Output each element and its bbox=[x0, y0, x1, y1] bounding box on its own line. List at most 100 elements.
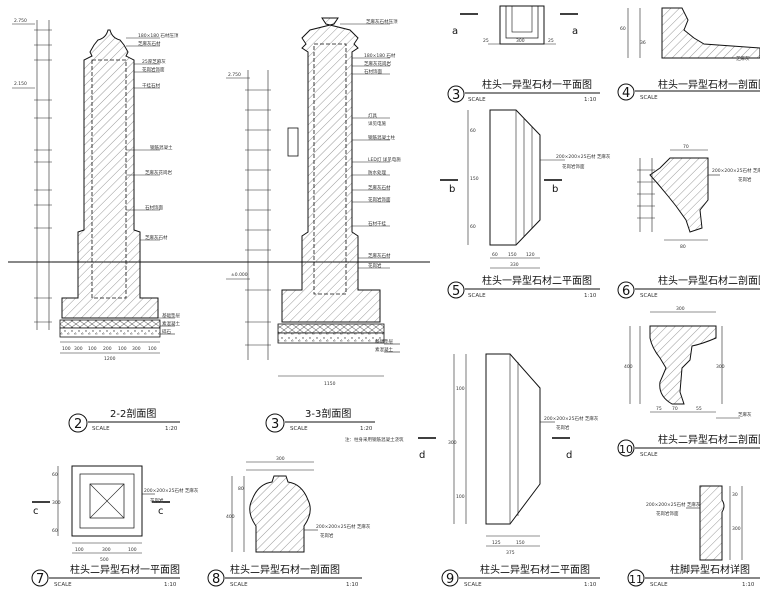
svg-text:200: 200 bbox=[103, 346, 112, 352]
svg-text:±0.000: ±0.000 bbox=[231, 272, 248, 278]
svg-text:1:10: 1:10 bbox=[584, 582, 597, 588]
svg-text:200×200×25石材 芝麻灰: 200×200×25石材 芝麻灰 bbox=[556, 153, 611, 160]
svg-text:d: d bbox=[566, 450, 572, 461]
svg-text:180×180 石材: 180×180 石材 bbox=[364, 52, 396, 59]
svg-text:d: d bbox=[419, 450, 425, 461]
svg-text:375: 375 bbox=[506, 550, 515, 556]
svg-text:1:20: 1:20 bbox=[360, 426, 373, 432]
base-layer-stone bbox=[59, 319, 161, 329]
svg-text:a: a bbox=[452, 26, 458, 37]
svg-text:SCALE: SCALE bbox=[640, 293, 658, 299]
svg-text:300: 300 bbox=[74, 346, 83, 352]
svg-text:1:10: 1:10 bbox=[584, 293, 597, 299]
svg-text:36: 36 bbox=[640, 40, 646, 46]
svg-text:SCALE: SCALE bbox=[290, 426, 308, 432]
svg-text:9: 9 bbox=[446, 572, 454, 587]
svg-text:150: 150 bbox=[516, 540, 525, 546]
svg-text:芝麻灰花岗岩: 芝麻灰花岗岩 bbox=[364, 60, 391, 67]
svg-text:150: 150 bbox=[508, 252, 517, 258]
dims-9: 125 150 375 bbox=[486, 535, 540, 556]
svg-text:6: 6 bbox=[622, 284, 630, 299]
svg-text:60: 60 bbox=[470, 128, 476, 134]
svg-text:150: 150 bbox=[470, 176, 479, 182]
title-d10: 柱头二异型石材二剖面图 bbox=[658, 433, 760, 446]
title-d4: 柱头一异型石材一剖面图 bbox=[658, 78, 760, 91]
svg-text:100: 100 bbox=[118, 346, 127, 352]
svg-text:60: 60 bbox=[470, 224, 476, 230]
svg-text:a: a bbox=[572, 26, 578, 37]
svg-text:干挂石材: 干挂石材 bbox=[142, 82, 160, 89]
svg-text:1:20: 1:20 bbox=[165, 426, 178, 432]
svg-text:100: 100 bbox=[456, 386, 465, 392]
svg-text:80: 80 bbox=[238, 486, 244, 492]
svg-text:石材饰面: 石材饰面 bbox=[145, 204, 163, 211]
title-d6: 柱头一异型石材二剖面图 bbox=[658, 274, 760, 287]
svg-text:1:10: 1:10 bbox=[742, 582, 755, 588]
annotation-text-2: 180×180 石材压顶 芝麻灰石材 25厚芝麻灰 花岗岩饰面 干挂石材 钢筋混… bbox=[138, 32, 180, 335]
svg-text:4: 4 bbox=[622, 86, 630, 101]
svg-text:11: 11 bbox=[629, 573, 643, 586]
svg-text:花岗岩饰面: 花岗岩饰面 bbox=[368, 196, 391, 203]
title-block-d11: 11 柱脚异型石材详图 SCALE 1:10 bbox=[627, 563, 760, 588]
svg-text:花岗岩: 花岗岩 bbox=[320, 532, 334, 539]
title-2: 2-2剖面图 bbox=[110, 407, 156, 420]
column-3-3-outline bbox=[281, 17, 381, 323]
svg-text:100: 100 bbox=[62, 346, 71, 352]
title-block-d4: 4 柱头一异型石材一剖面图 SCALE bbox=[617, 78, 760, 101]
title-block-2: 2 2-2剖面图 SCALE 1:20 bbox=[68, 407, 180, 433]
title-3: 3-3剖面图 bbox=[305, 407, 351, 420]
svg-text:200×200×25石材 芝麻灰: 200×200×25石材 芝麻灰 bbox=[316, 523, 371, 530]
svg-text:300: 300 bbox=[716, 364, 725, 370]
svg-text:SCALE: SCALE bbox=[468, 97, 486, 103]
svg-text:芝麻灰石材压顶: 芝麻灰石材压顶 bbox=[366, 18, 398, 25]
svg-text:防水处理: 防水处理 bbox=[368, 169, 386, 176]
title-d11: 柱脚异型石材详图 bbox=[670, 563, 750, 576]
svg-text:1:10: 1:10 bbox=[346, 582, 359, 588]
svg-text:60: 60 bbox=[52, 528, 58, 534]
svg-text:2: 2 bbox=[74, 417, 82, 432]
svg-text:8: 8 bbox=[212, 572, 220, 587]
svg-text:300: 300 bbox=[102, 547, 111, 553]
detail-6-section: 70 80 200×200×25石材 芝麻灰 花岗岩 6 柱头一异型石材二剖面图… bbox=[617, 144, 760, 299]
svg-text:100: 100 bbox=[128, 547, 137, 553]
svg-text:125: 125 bbox=[492, 540, 501, 546]
svg-text:花岗岩饰面: 花岗岩饰面 bbox=[142, 66, 165, 73]
svg-text:LED灯 详见电施: LED灯 详见电施 bbox=[368, 156, 401, 163]
svg-text:SCALE: SCALE bbox=[640, 452, 658, 458]
svg-text:SCALE: SCALE bbox=[54, 582, 72, 588]
svg-text:400: 400 bbox=[226, 514, 235, 520]
svg-text:1200: 1200 bbox=[104, 356, 116, 362]
svg-text:200×200×25石材 芝麻灰: 200×200×25石材 芝麻灰 bbox=[544, 415, 599, 422]
svg-text:25: 25 bbox=[483, 38, 489, 44]
svg-text:芝麻灰石材: 芝麻灰石材 bbox=[138, 40, 161, 47]
title-d3: 柱头一异型石材一平面图 bbox=[482, 78, 592, 91]
annotation-leaders-2 bbox=[126, 37, 175, 335]
title-block-d9: 9 柱头二异型石材二平面图 SCALE 1:10 bbox=[441, 563, 600, 588]
svg-text:3: 3 bbox=[452, 88, 460, 103]
svg-text:500: 500 bbox=[100, 557, 109, 563]
svg-text:花岗岩: 花岗岩 bbox=[738, 176, 752, 183]
svg-text:1:10: 1:10 bbox=[584, 97, 597, 103]
section-2-2: 2.750 2.150 bbox=[8, 18, 205, 433]
svg-text:300: 300 bbox=[52, 500, 61, 506]
svg-text:芝麻灰: 芝麻灰 bbox=[736, 55, 750, 62]
title-d7: 柱头二异型石材一平面图 bbox=[70, 563, 180, 576]
svg-text:330: 330 bbox=[510, 262, 519, 268]
svg-text:300: 300 bbox=[276, 456, 285, 462]
svg-text:b: b bbox=[552, 184, 558, 195]
svg-text:180×180 石材压顶: 180×180 石材压顶 bbox=[138, 32, 179, 39]
svg-text:SCALE: SCALE bbox=[640, 95, 658, 101]
svg-text:300: 300 bbox=[676, 306, 685, 312]
svg-text:芝麻灰: 芝麻灰 bbox=[738, 411, 752, 418]
profile-6 bbox=[649, 157, 709, 233]
svg-text:石材干挂: 石材干挂 bbox=[368, 220, 386, 227]
level-text-mid: 2.150 bbox=[14, 81, 27, 87]
svg-text:300: 300 bbox=[732, 526, 741, 532]
title-block-d5: 5 柱头一异型石材二平面图 SCALE 1:10 bbox=[447, 274, 600, 299]
svg-text:30: 30 bbox=[732, 492, 738, 498]
